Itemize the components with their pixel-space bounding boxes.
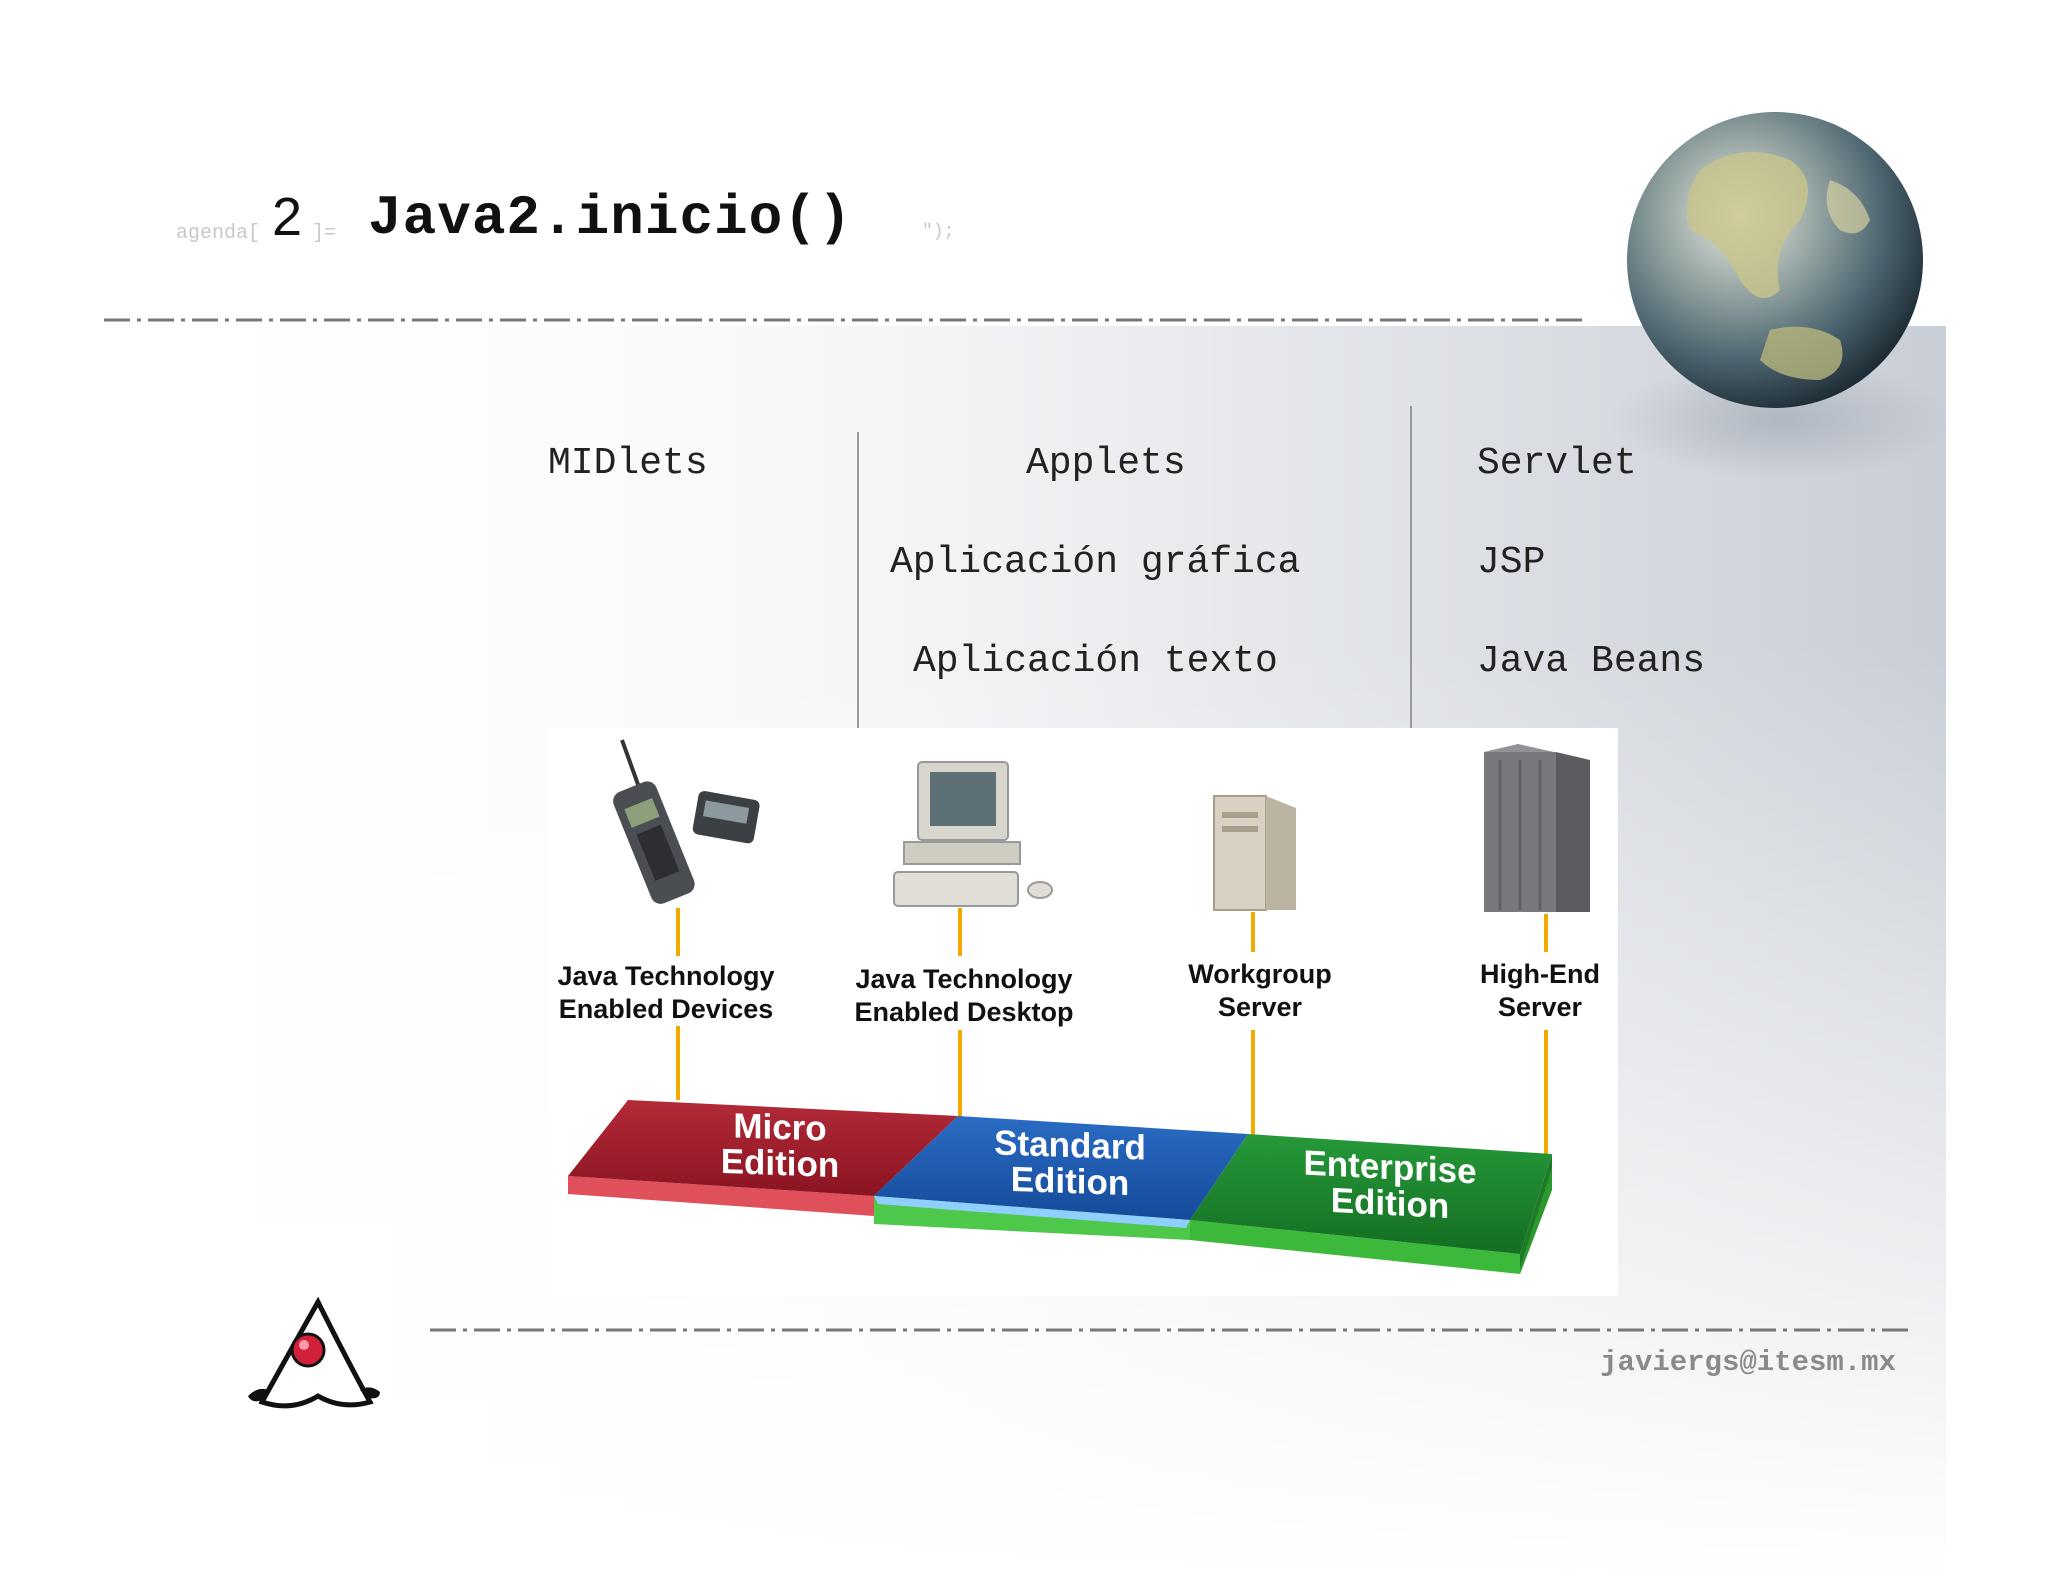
java-beans-label: Java Beans xyxy=(1477,640,1706,683)
jsp-label: JSP xyxy=(1477,541,1546,584)
workgroup-server-icon xyxy=(1213,795,1296,911)
author-email: javiergs@itesm.mx xyxy=(1600,1346,1896,1379)
pager-icon xyxy=(692,791,760,844)
title-prefix: agenda[ xyxy=(176,222,261,245)
midlets-label: MIDlets xyxy=(548,442,708,485)
high-end-server-label: High-End Server xyxy=(1480,959,1600,1022)
phone-icon xyxy=(613,739,695,904)
edition-platform xyxy=(568,1100,1552,1274)
enterprise-edition-label: Enterprise Edition xyxy=(1303,1143,1477,1227)
micro-edition-label: Micro Edition xyxy=(720,1106,840,1186)
high-end-server-icon xyxy=(1484,744,1590,912)
devices-label: Java Technology Enabled Devices xyxy=(557,961,775,1024)
duke-mascot-logo xyxy=(248,1296,380,1409)
aplicacion-grafica-label: Aplicación gráfica xyxy=(890,541,1301,584)
desktop-label: Java Technology Enabled Desktop xyxy=(854,964,1074,1027)
connector-lines xyxy=(676,908,1548,1156)
workgroup-server-label: Workgroup Server xyxy=(1188,959,1332,1022)
title-number: 2 xyxy=(272,187,303,247)
title-end: "); xyxy=(922,222,955,242)
desktop-computer-icon xyxy=(893,761,1053,907)
aplicacion-texto-label: Aplicación texto xyxy=(913,640,1278,683)
servlet-label: Servlet xyxy=(1477,442,1637,485)
page-title: Java2.inicio() xyxy=(368,186,853,250)
title-suffix: ]= xyxy=(312,222,337,245)
standard-edition-label: Standard Edition xyxy=(994,1123,1146,1204)
applets-label: Applets xyxy=(1026,442,1186,485)
